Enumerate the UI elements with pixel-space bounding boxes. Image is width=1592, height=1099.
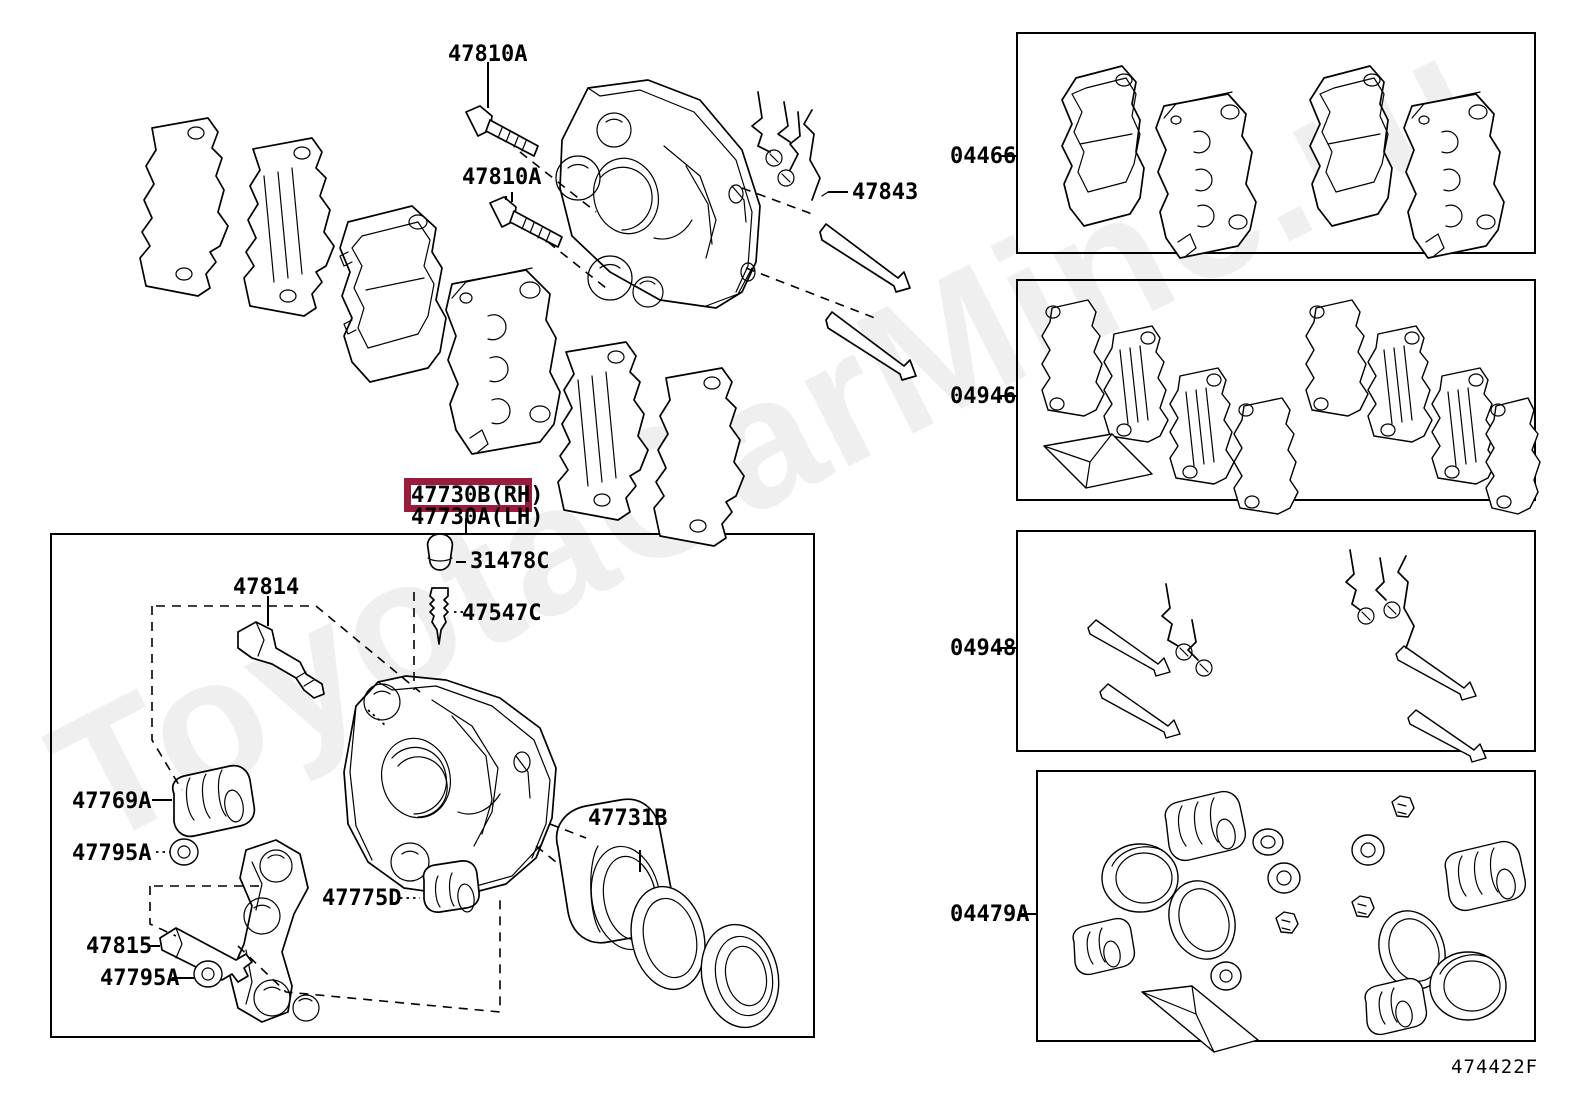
caliper-assembly-panel [50, 533, 815, 1038]
label-47795A-lower: 47795A [100, 966, 180, 991]
label-31478C: 31478C [470, 549, 550, 574]
label-47795A-upper: 47795A [72, 841, 152, 866]
label-04948: 04948 [950, 636, 1017, 661]
label-04466: 04466 [950, 144, 1017, 169]
label-47810A-mid: 47810A [462, 165, 542, 190]
brake-pad-upper-left [339, 205, 447, 383]
label-47769A: 47769A [72, 789, 152, 814]
kit-panel-04948 [1016, 530, 1536, 752]
assembly-guide-3 [547, 241, 607, 289]
label-47810A-top: 47810A [448, 42, 528, 67]
kit-panel-04466 [1016, 32, 1536, 254]
bolt-47810A-1 [465, 105, 539, 157]
brake-shim-lower-a [557, 341, 649, 521]
slide-pin-upper-1 [819, 223, 911, 293]
label-47814: 47814 [233, 575, 300, 600]
label-47815: 47815 [86, 934, 153, 959]
label-04479A: 04479A [950, 902, 1030, 927]
pad-clips-47843 [751, 91, 821, 201]
highlighted-part-lh-label: 47730A(LH) [411, 505, 544, 530]
slide-pin-upper-2 [825, 311, 917, 381]
assembly-guide-1 [745, 267, 881, 321]
highlighted-part-box[interactable] [404, 478, 532, 512]
brake-shim-lower-b [653, 367, 745, 547]
label-47843: 47843 [852, 180, 919, 205]
label-47775D: 47775D [322, 886, 402, 911]
brake-pad-upper-right [445, 267, 561, 455]
label-47731B: 47731B [588, 806, 668, 831]
caliper-mounting-bracket [555, 79, 761, 309]
label-04946: 04946 [950, 384, 1017, 409]
label-47547C: 47547C [462, 601, 542, 626]
diagram-code: 474422F [1451, 1056, 1539, 1078]
upper-shim-slotted [243, 137, 335, 317]
upper-shim-outer [139, 117, 229, 297]
bolt-47810A-2 [489, 196, 563, 248]
kit-panel-04479A [1036, 770, 1536, 1042]
highlighted-part-rh-label: 47730B(RH) [411, 483, 544, 508]
kit-panel-04946 [1016, 279, 1536, 501]
